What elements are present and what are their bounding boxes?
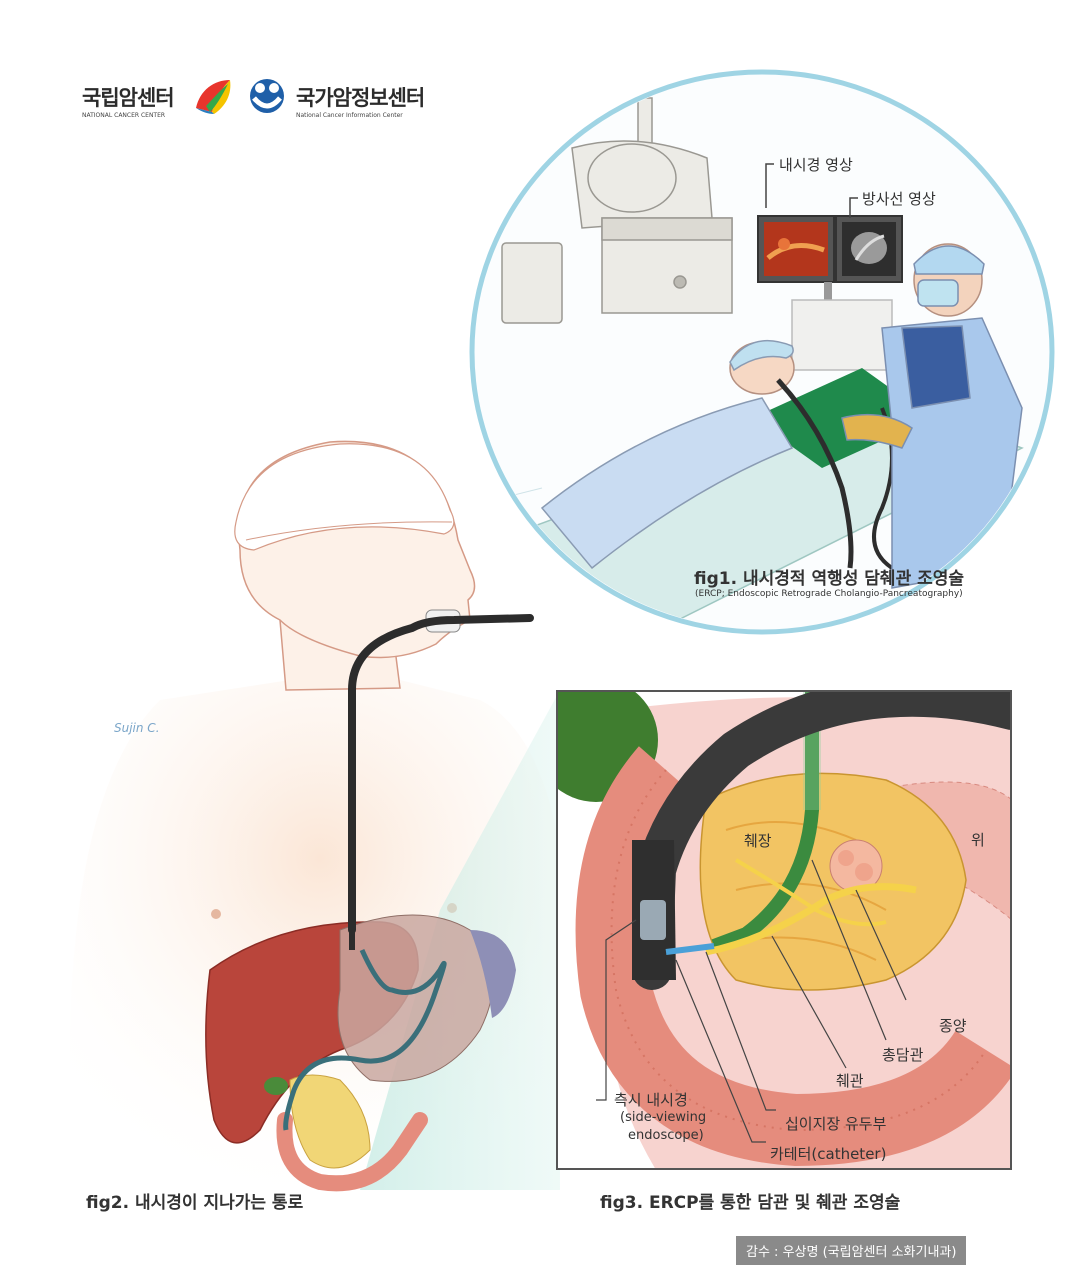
ncic-emblem-icon bbox=[250, 79, 284, 113]
label-side-endoscope-en2: endoscope) bbox=[628, 1128, 704, 1143]
artist-signature: Sujin C. bbox=[114, 721, 160, 735]
nci-logo: 국립암센터 NATIONAL CANCER CENTER bbox=[82, 82, 175, 119]
leader-pd bbox=[771, 935, 847, 1069]
pancreas-small bbox=[289, 1074, 371, 1169]
label-common-bile-duct: 총담관 bbox=[882, 1046, 924, 1064]
ncic-logo: 국가암정보센터 National Cancer Information Cent… bbox=[296, 82, 425, 119]
label-side-endoscope-en1: (side-viewing bbox=[620, 1110, 707, 1125]
fig1-illustration bbox=[469, 69, 1055, 635]
nci-logo-text: 국립암센터 bbox=[82, 86, 175, 110]
monitor-endoscopic bbox=[757, 215, 835, 283]
endoscope-lens bbox=[640, 900, 666, 940]
label-radiographic-image: 방사선 영상 bbox=[862, 190, 936, 208]
gallbladder bbox=[264, 1077, 288, 1095]
spleen bbox=[470, 930, 516, 1018]
label-tumor: 종양 bbox=[939, 1017, 967, 1035]
common-bile-duct bbox=[711, 692, 819, 953]
fig1-caption: fig1. 내시경적 역행성 담췌관 조영술 bbox=[694, 569, 965, 589]
fig1-subcaption: (ERCP; Endoscopic Retrograde Cholangio-P… bbox=[695, 589, 963, 599]
fig2-illustration: Sujin C. bbox=[70, 440, 570, 1192]
leader-catheter bbox=[675, 959, 766, 1143]
label-side-endoscope: 측시 내시경 bbox=[614, 1091, 688, 1109]
catheter bbox=[665, 943, 715, 955]
label-pancreas: 췌장 bbox=[744, 832, 772, 850]
endoscope-internal bbox=[283, 948, 447, 1131]
leader-endoscope bbox=[596, 919, 637, 1101]
hair-cap bbox=[234, 443, 455, 551]
label-stomach: 위 bbox=[971, 831, 985, 849]
stomach bbox=[337, 914, 494, 1082]
leader-papilla bbox=[705, 951, 776, 1111]
label-pancreatic-duct: 췌관 bbox=[836, 1072, 864, 1090]
ncic-logo-subtext: National Cancer Information Center bbox=[296, 112, 403, 119]
doctor bbox=[841, 243, 1023, 589]
credit-badge: 감수 : 우상명 (국립암센터 소화기내과) bbox=[736, 1236, 967, 1265]
nci-logo-subtext: NATIONAL CANCER CENTER bbox=[82, 112, 166, 119]
endoscope-cable bbox=[776, 378, 854, 569]
pancreatic-duct bbox=[705, 883, 917, 956]
side-viewing-endoscope bbox=[632, 692, 1010, 990]
fig3-illustration bbox=[556, 690, 1012, 1170]
leader-tumor bbox=[855, 889, 907, 1001]
label-papilla: 십이지장 유두부 bbox=[785, 1115, 887, 1133]
nci-emblem-icon bbox=[196, 80, 231, 114]
monitor-radiographic bbox=[835, 215, 903, 283]
ncic-logo-text: 국가암정보센터 bbox=[296, 86, 425, 110]
label-endoscopic-image: 내시경 영상 bbox=[779, 156, 853, 174]
leader-cbd bbox=[811, 859, 887, 1041]
duodenum-small bbox=[276, 1112, 428, 1192]
fig2-caption: fig2. 내시경이 지나가는 통로 bbox=[86, 1193, 304, 1213]
fig3-caption: fig3. ERCP를 통한 담관 및 췌관 조영술 bbox=[600, 1193, 901, 1213]
c-arm-xray-machine bbox=[501, 97, 733, 324]
endoscope-external bbox=[348, 614, 534, 934]
label-catheter: 카테터(catheter) bbox=[770, 1145, 887, 1163]
